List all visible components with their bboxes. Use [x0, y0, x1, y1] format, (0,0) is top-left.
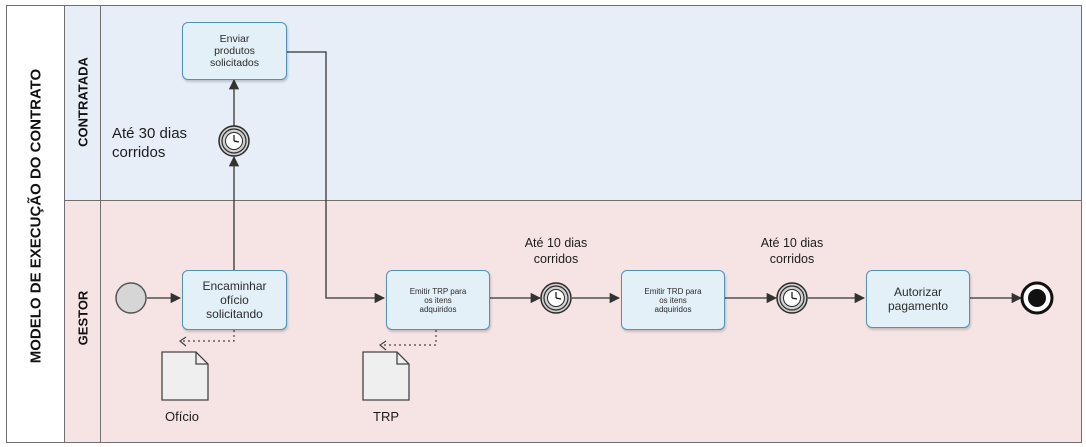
end-event: [1020, 281, 1054, 315]
lane-gestor-label-box: GESTOR: [65, 201, 101, 442]
task-emitir-trp-label: Emitir TRP para os itens adquiridos: [409, 286, 467, 314]
flow-enviar-to-emitir-trp: [287, 51, 386, 304]
timer1-label: Até 30 dias corridos: [112, 125, 188, 161]
lane-contratada-label-box: CONTRATADA: [65, 6, 101, 200]
document-oficio-label: Ofício: [165, 409, 199, 424]
pool-label-column: MODELO DE EXECUÇÃO DO CONTRATO: [7, 6, 65, 442]
association-trp: [380, 330, 437, 346]
association-trp-arrow: [378, 340, 387, 351]
task-autorizar-pagamento[interactable]: Autorizar pagamento: [866, 270, 970, 328]
task-enviar-label: Enviar produtos solicitados: [209, 33, 260, 69]
task-autorizar-label: Autorizar pagamento: [887, 285, 949, 313]
document-icon: [161, 351, 209, 401]
document-icon: [362, 351, 410, 401]
timer-icon: [218, 125, 250, 157]
timer3-label: Até 10 dias corridos: [760, 236, 824, 266]
timer-icon: [540, 282, 572, 314]
task-emitir-trd-label: Emitir TRD para os itens adquiridos: [644, 286, 702, 314]
task-emitir-trp[interactable]: Emitir TRP para os itens adquiridos: [386, 270, 490, 330]
task-encaminhar-oficio[interactable]: Encaminhar ofício solicitando: [182, 270, 287, 330]
task-emitir-trd[interactable]: Emitir TRD para os itens adquiridos: [621, 270, 725, 330]
document-trp-label: TRP: [373, 409, 399, 424]
start-event: [115, 282, 147, 314]
task-encaminhar-label: Encaminhar ofício solicitando: [202, 279, 267, 321]
association-oficio-arrow: [178, 336, 187, 347]
timer-icon: [776, 282, 808, 314]
association-oficio: [180, 330, 235, 342]
task-enviar-produtos[interactable]: Enviar produtos solicitados: [182, 22, 287, 80]
timer2-label: Até 10 dias corridos: [524, 236, 588, 266]
